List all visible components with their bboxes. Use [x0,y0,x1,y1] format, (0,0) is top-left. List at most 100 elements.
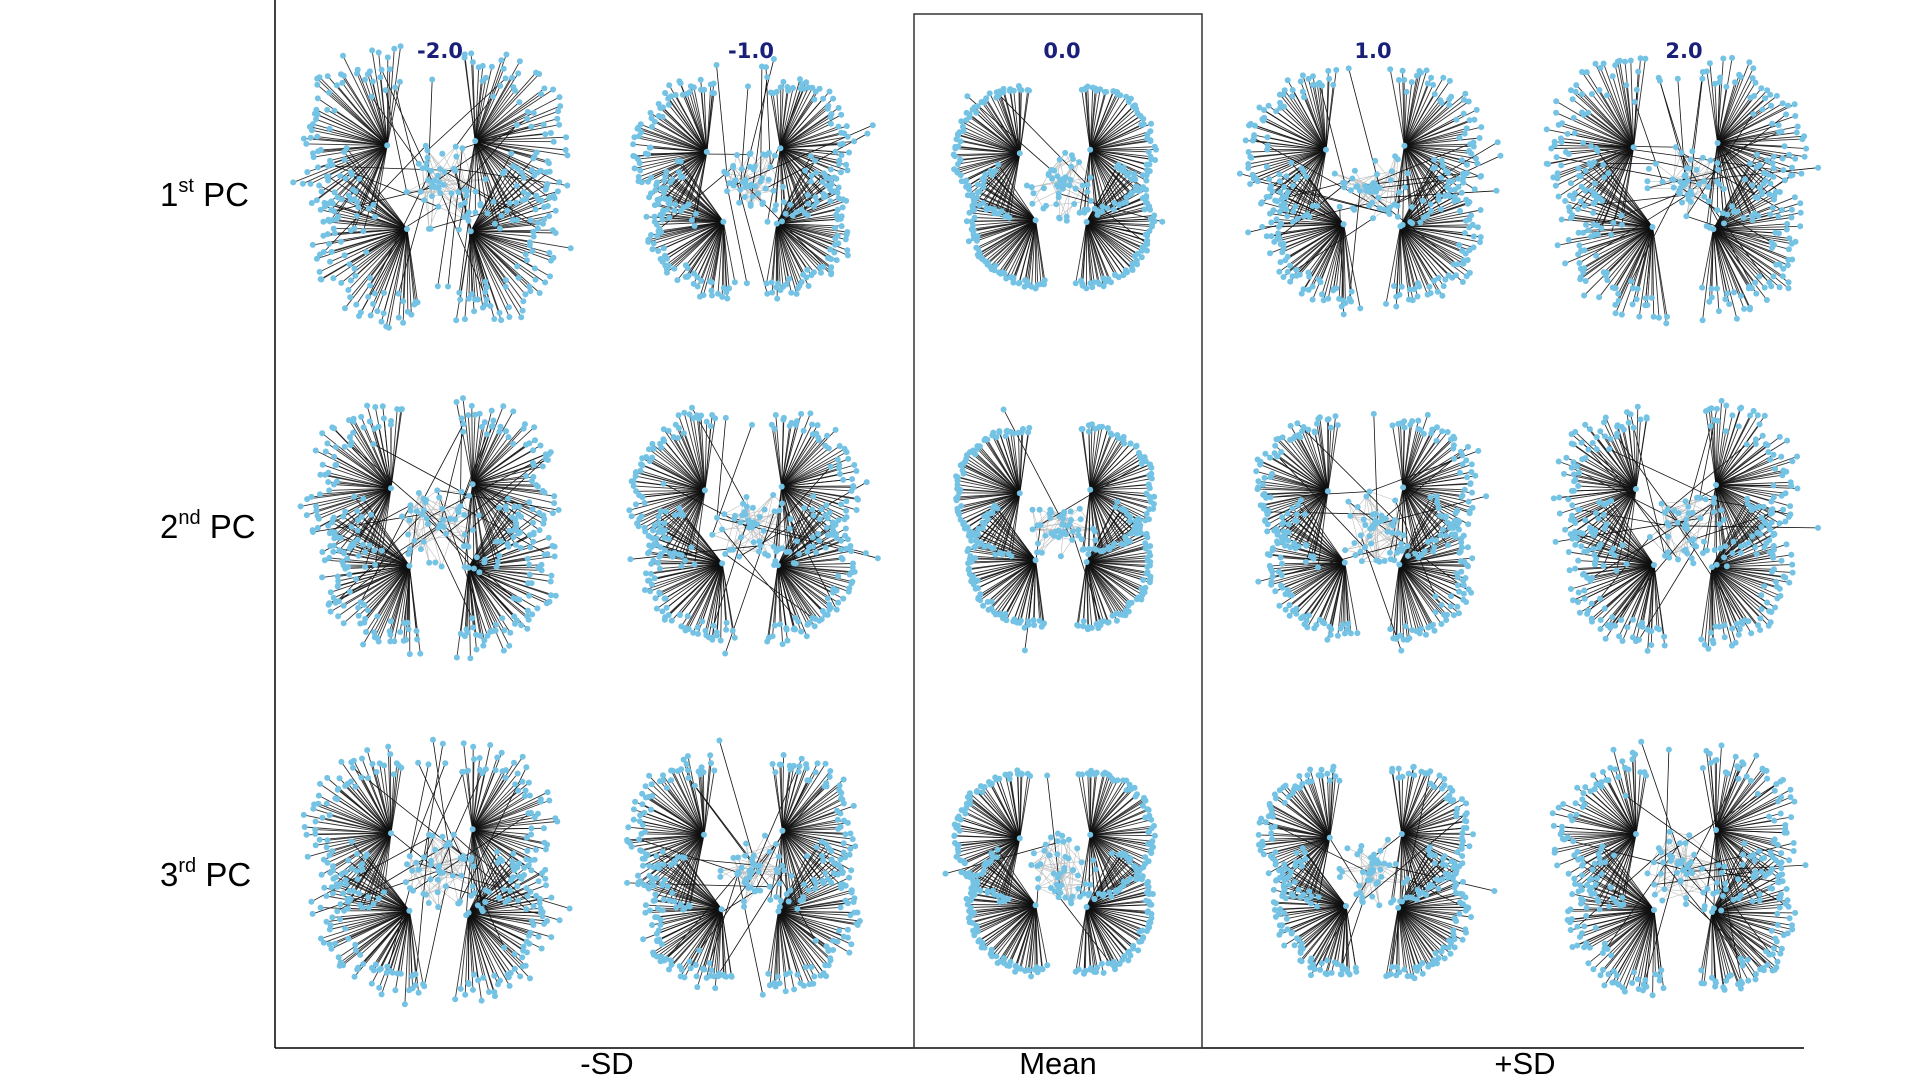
network-node [465,564,472,571]
network-edge [423,541,430,563]
network-node [838,152,845,159]
network-node [1752,279,1759,286]
network-node [838,546,845,553]
network-edge [423,508,443,511]
network-node [788,289,795,296]
network-node [1043,202,1049,209]
network-edge [1285,196,1344,225]
network-node [1784,220,1791,227]
network-node [422,499,429,506]
network-node [469,615,476,622]
network-node [743,503,750,510]
network-edge [475,124,560,142]
network-node [1770,165,1777,172]
network-node [827,463,834,470]
network-node [509,514,516,521]
network-edge [1400,225,1454,265]
network-node [514,217,520,223]
network-edge [472,436,509,485]
network-node [1256,104,1263,111]
network-node [1793,129,1800,136]
network-node [1254,178,1261,185]
network-node [1264,134,1271,141]
network-edge [369,228,408,286]
network-node [1120,164,1127,171]
network-edge [1089,104,1136,151]
network-edge [1713,223,1788,230]
network-node [737,186,744,193]
network-edge [1032,173,1050,204]
network-node [1656,314,1662,321]
network-node [1577,173,1584,180]
network-edge [1403,91,1407,146]
network-edge [985,98,1021,154]
network-node [313,197,320,204]
network-node [969,203,976,210]
network-node [1569,212,1576,218]
network-node [844,167,851,174]
network-node [453,654,460,661]
network-edge [1086,221,1116,276]
network-edge [472,453,546,485]
network-node [334,573,341,580]
network-node [1297,78,1304,85]
network-node [1330,81,1337,88]
network-node [434,487,441,494]
network-node [530,538,537,545]
network-node [1056,215,1063,222]
network-edge [374,228,408,294]
network-node [1277,259,1284,266]
network-node [774,295,781,302]
network-edge [974,106,1021,154]
network-node [1293,266,1300,273]
network-node [509,217,516,224]
network-node [1284,77,1291,84]
network-node [832,148,839,155]
network-node [826,606,833,613]
network-edge [1717,77,1754,144]
network-panel-r2-c1 [297,395,562,662]
network-node [1435,275,1442,281]
network-node [1468,150,1475,157]
network-node [1269,188,1276,195]
network-node [1758,85,1765,92]
network-node [1268,219,1275,226]
network-node [1630,144,1637,151]
network-node [1022,277,1029,284]
network-node [453,399,460,405]
network-node [837,141,844,148]
network-node [756,514,763,520]
network-edge [1647,187,1724,190]
network-node [378,318,385,325]
network-node [736,553,743,560]
network-node [1477,234,1484,240]
network-node [1408,204,1415,210]
network-node [458,488,465,495]
network-node [496,504,503,511]
network-node [550,86,557,93]
network-node [667,201,674,208]
network-edge [389,565,410,642]
network-node [313,106,320,113]
network-edge [1080,221,1088,281]
network-node [1100,275,1107,282]
network-edge [663,221,724,249]
network-node [340,620,347,627]
network-edge [1712,229,1726,300]
network-node [1578,183,1585,190]
network-node [1294,215,1301,222]
network-node [460,395,466,402]
network-node [1699,154,1706,161]
network-edge [351,544,410,567]
network-node [372,404,379,410]
network-node [1577,265,1584,272]
network-edge [424,146,456,201]
network-edge [1717,142,1733,207]
network-node [340,513,347,520]
network-edge [1278,223,1344,234]
network-node [531,424,538,431]
network-node [641,587,648,593]
network-node [370,300,377,307]
network-edge [1245,139,1327,151]
network-edge [984,177,1036,221]
